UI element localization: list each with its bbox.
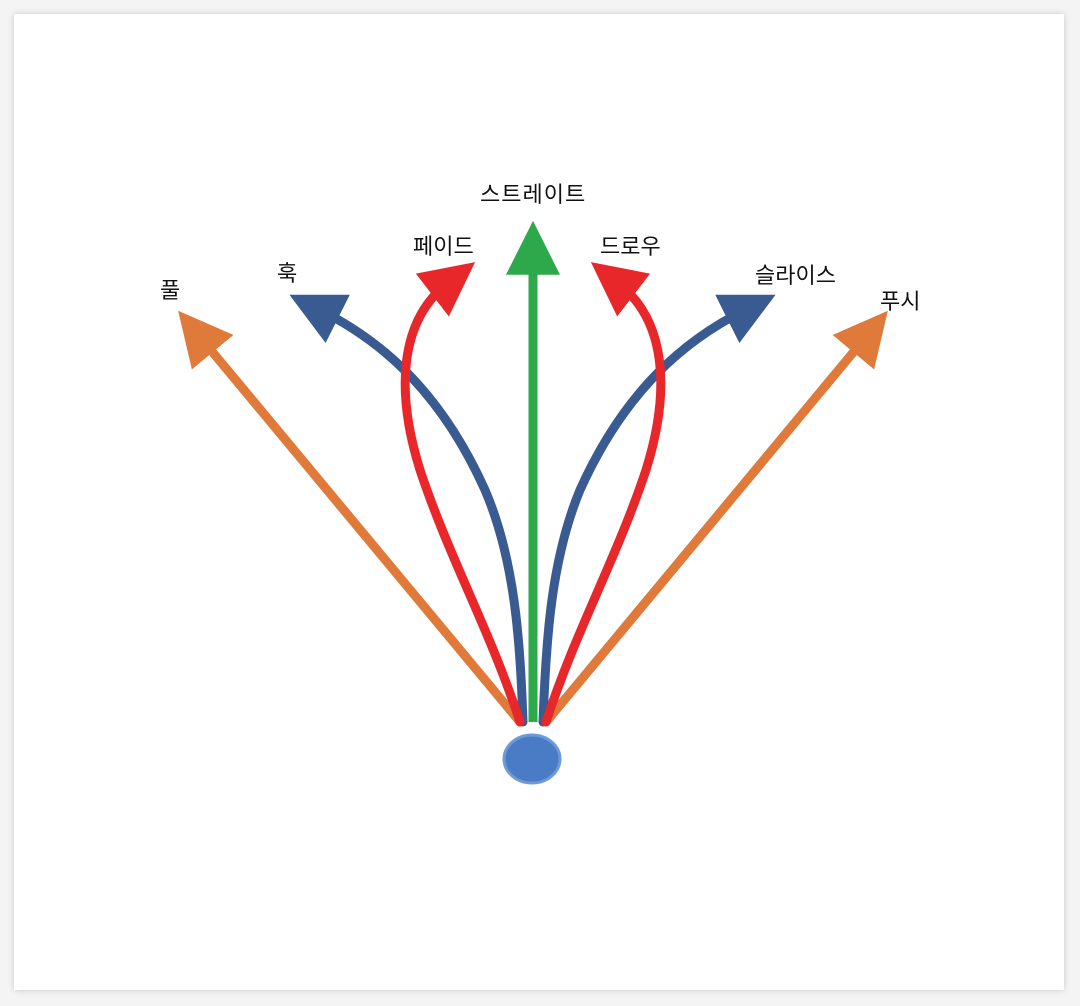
push-arrow [541, 310, 888, 727]
pull-arrow [178, 310, 525, 727]
label-draw: 드로우 [600, 235, 661, 260]
ball [502, 733, 562, 785]
hook-arrow [289, 294, 528, 727]
label-fade: 페이드 [413, 235, 474, 260]
slice-arrow [538, 294, 776, 727]
diagram-frame [14, 14, 1064, 990]
fade-arrow [400, 262, 525, 727]
label-hook: 훅 [277, 262, 298, 287]
draw-arrow [541, 262, 666, 727]
label-push: 푸시 [880, 290, 921, 315]
label-pull: 풀 [160, 279, 181, 304]
label-slice: 슬라이스 [755, 264, 836, 289]
label-straight: 스트레이트 [480, 183, 587, 208]
